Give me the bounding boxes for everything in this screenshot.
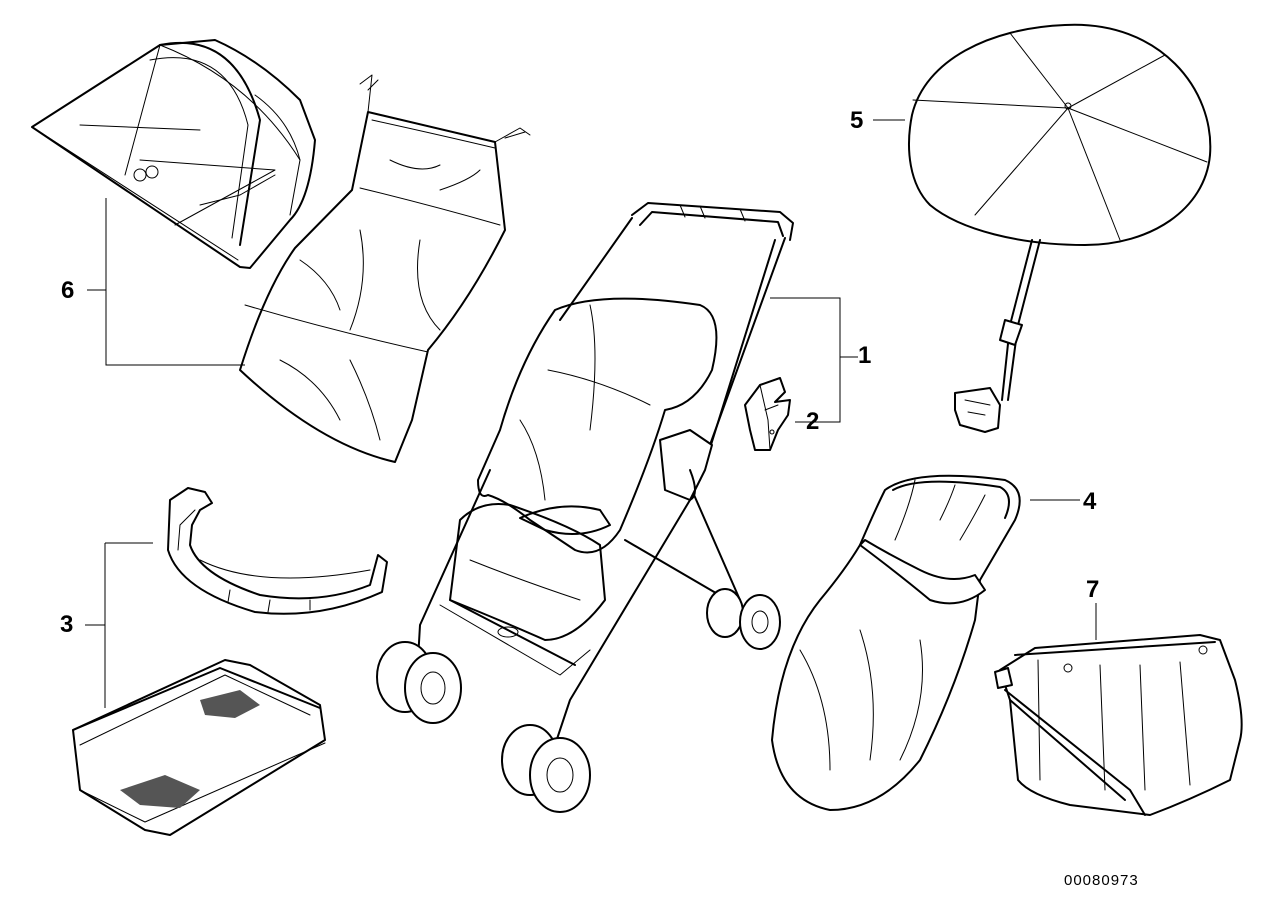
parasol-drawing bbox=[908, 23, 1212, 433]
callout-4: 4 bbox=[1083, 488, 1097, 515]
footmuff-drawing bbox=[771, 474, 1021, 811]
callout-1: 1 bbox=[858, 342, 872, 369]
tray-drawing bbox=[72, 659, 326, 836]
callout-3: 3 bbox=[60, 611, 74, 638]
bumper-bar-drawing bbox=[167, 487, 388, 615]
callout-2: 2 bbox=[806, 408, 820, 435]
callout-6: 6 bbox=[61, 277, 75, 304]
clip-drawing bbox=[744, 377, 791, 451]
hood-drawing bbox=[31, 39, 316, 269]
callout-5: 5 bbox=[850, 107, 864, 134]
sheet-drawing bbox=[239, 74, 531, 463]
stroller-drawing bbox=[376, 202, 794, 813]
callout-7: 7 bbox=[1086, 576, 1100, 603]
bag-drawing bbox=[994, 634, 1243, 816]
reference-number: 00080973 bbox=[1064, 872, 1139, 889]
